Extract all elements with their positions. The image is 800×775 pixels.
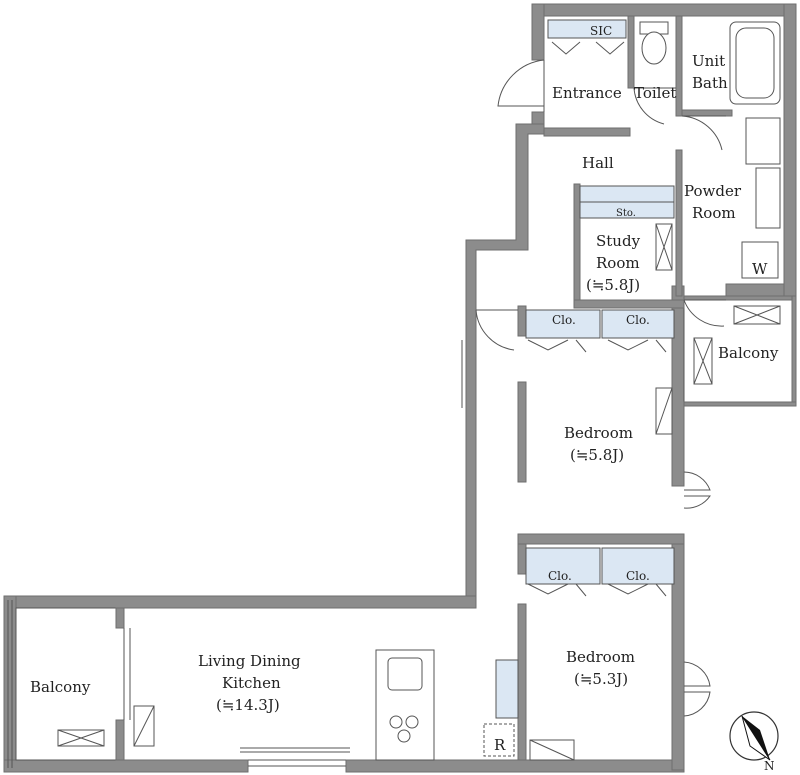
sto-closet-top xyxy=(579,185,675,203)
ldk-label-1: Living Dining xyxy=(198,652,301,670)
sto-label: Sto. xyxy=(616,208,636,219)
toilet-label: Toilet xyxy=(634,84,676,102)
sic-closet xyxy=(547,19,627,39)
outer-walls xyxy=(3,3,797,773)
fridge-label: R xyxy=(494,736,506,754)
bedroom-1-label: Bedroom xyxy=(564,424,633,442)
ldk-label-2: Kitchen xyxy=(222,674,281,692)
fixtures xyxy=(7,21,781,768)
room-labels: SIC Entrance Toilet Unit Bath Hall Powde… xyxy=(30,24,779,754)
north-compass: N xyxy=(729,711,779,773)
powder-room-label-1: Powder xyxy=(684,182,742,200)
study-room-area: (≒5.8J) xyxy=(586,276,640,294)
clo-label-3: Clo. xyxy=(548,569,572,583)
clo-label-4: Clo. xyxy=(626,569,650,583)
study-room-label-1: Study xyxy=(596,232,641,250)
balcony-left-label: Balcony xyxy=(30,678,91,696)
powder-room-label-2: Room xyxy=(692,204,736,222)
ldk-cabinet xyxy=(495,659,519,719)
clo-3 xyxy=(525,547,601,585)
entrance-label: Entrance xyxy=(552,84,622,102)
interior-walls xyxy=(115,15,785,761)
balcony-right-label: Balcony xyxy=(718,344,779,362)
bedroom-1-area: (≒5.8J) xyxy=(570,446,624,464)
compass-north-label: N xyxy=(764,759,775,773)
sic-label: SIC xyxy=(590,24,612,38)
clo-4 xyxy=(601,547,675,585)
unit-bath-label-2: Bath xyxy=(692,74,728,92)
sto-closet-bottom xyxy=(579,201,675,219)
clo-label-1: Clo. xyxy=(552,313,576,327)
bedroom-2-label: Bedroom xyxy=(566,648,635,666)
unit-bath-label-1: Unit xyxy=(692,52,725,70)
doors xyxy=(475,41,726,717)
ldk-area: (≒14.3J) xyxy=(216,696,280,714)
hall-label: Hall xyxy=(582,154,614,172)
clo-label-2: Clo. xyxy=(626,313,650,327)
clo-2 xyxy=(601,309,675,339)
washer-label: W xyxy=(752,260,768,278)
bedroom-2-area: (≒5.3J) xyxy=(574,670,628,688)
closets xyxy=(495,19,675,719)
clo-1 xyxy=(525,309,601,339)
study-room-label-2: Room xyxy=(596,254,640,272)
